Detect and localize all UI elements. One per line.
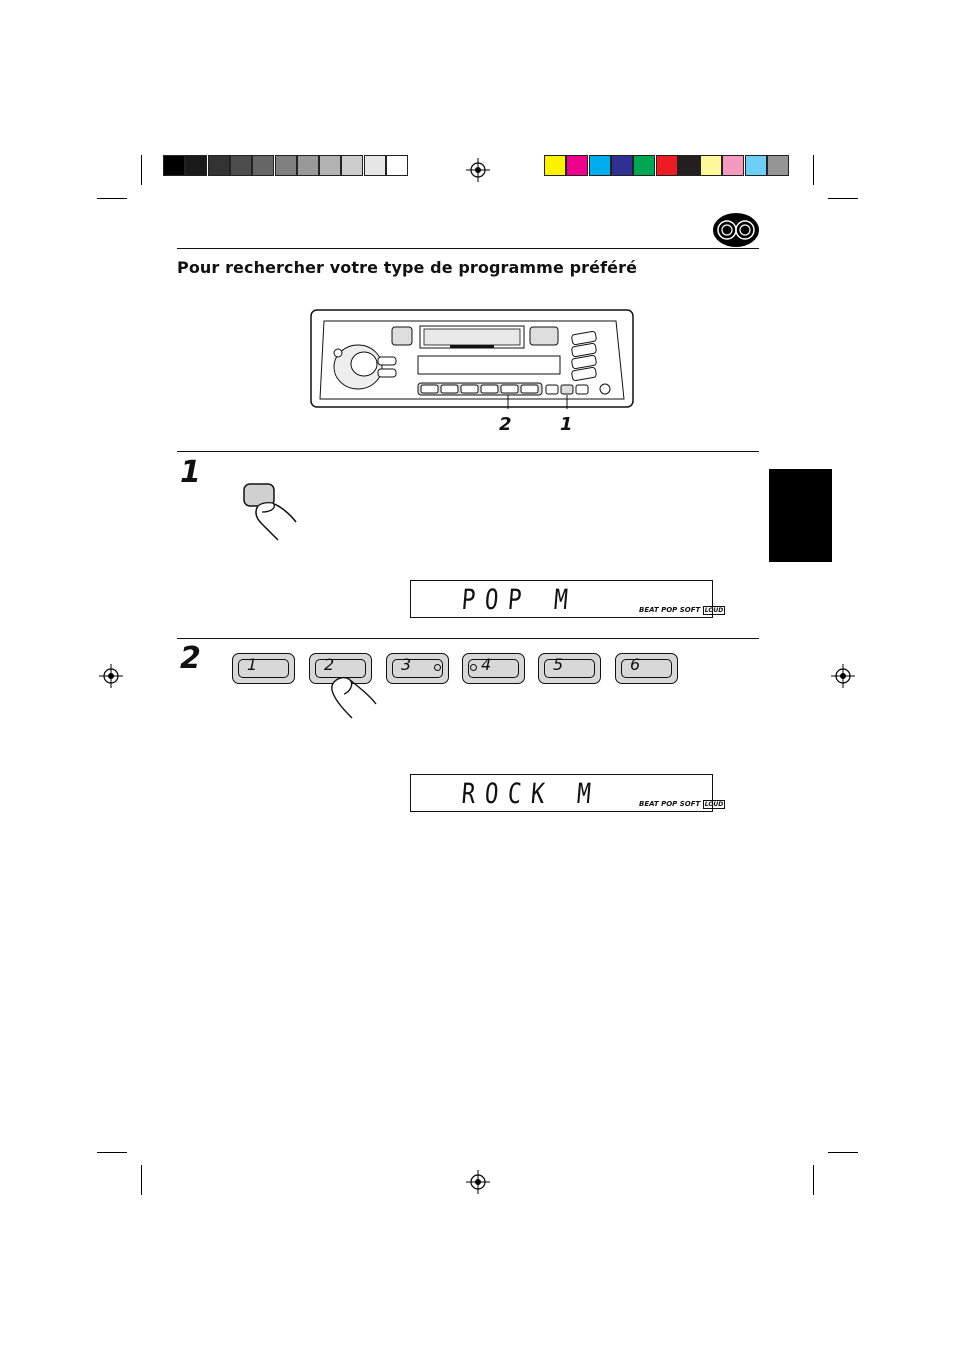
lcd-display-step1: POP M BEAT POP SOFT LOUD (410, 580, 726, 618)
callout-2: 2 (499, 414, 512, 435)
registration-target-icon (831, 664, 855, 688)
lcd-indicator-modes: BEAT POP SOFT (639, 606, 701, 614)
color-swatch (700, 155, 723, 176)
gray-swatch (319, 155, 342, 176)
registration-target-icon (99, 664, 123, 688)
dsp-badge-icon (713, 213, 759, 247)
lcd-indicator-loud: LOUD (702, 606, 726, 615)
color-swatch (677, 155, 700, 176)
gray-swatch (252, 155, 275, 176)
preset-label: 2 (324, 655, 335, 674)
gray-swatch (229, 155, 252, 176)
finger-press-button-icon (243, 483, 297, 541)
car-stereo-illustration (310, 309, 634, 409)
color-swatch (610, 155, 633, 176)
preset-button-3[interactable]: 3 (386, 653, 449, 684)
crop-mark (141, 155, 142, 185)
crop-mark (97, 198, 127, 199)
registration-target-icon (466, 1170, 490, 1194)
color-swatch (744, 155, 767, 176)
preset-button-4[interactable]: 4 (462, 653, 525, 684)
led-indicator-icon (470, 664, 477, 671)
preset-label: 5 (553, 655, 564, 674)
crop-mark (97, 1152, 127, 1153)
crop-mark (141, 1165, 142, 1195)
section-heading: Pour rechercher votre type de programme … (177, 258, 638, 277)
gray-swatch (207, 155, 230, 176)
lcd-display-step2: ROCK M BEAT POP SOFT LOUD (410, 774, 726, 812)
gray-swatch (185, 155, 208, 176)
gray-swatch (341, 155, 364, 176)
lcd-text: ROCK M (460, 777, 602, 810)
lcd-text: POP M (460, 583, 579, 616)
color-swatch (633, 155, 656, 176)
step-1-number: 1 (180, 455, 201, 490)
color-swatch (767, 155, 789, 176)
step1-rule (177, 451, 759, 452)
gray-swatch (163, 155, 185, 176)
gray-swatch (386, 155, 408, 176)
header-rule (177, 248, 759, 249)
language-side-tab (769, 469, 832, 562)
step-2-number: 2 (180, 641, 201, 676)
registration-target-icon (466, 158, 490, 182)
lcd-indicator-loud: LOUD (702, 800, 726, 809)
color-swatch (655, 155, 678, 176)
color-swatch (544, 155, 566, 176)
step2-rule (177, 638, 759, 639)
color-swatch (588, 155, 611, 176)
crop-mark (828, 1152, 858, 1153)
preset-button-5[interactable]: 5 (538, 653, 601, 684)
finger-press-icon (331, 676, 377, 719)
callout-1: 1 (560, 414, 573, 435)
crop-mark (813, 155, 814, 185)
lcd-indicators: BEAT POP SOFT LOUD (639, 800, 726, 809)
gray-swatch (296, 155, 319, 176)
crop-mark (813, 1165, 814, 1195)
color-swatch (722, 155, 745, 176)
color-swatch (566, 155, 589, 176)
gray-swatch (363, 155, 386, 176)
preset-label: 3 (401, 655, 412, 674)
lcd-indicator-modes: BEAT POP SOFT (639, 800, 701, 808)
preset-button-6[interactable]: 6 (615, 653, 678, 684)
preset-label: 4 (481, 655, 492, 674)
preset-label: 6 (630, 655, 641, 674)
crop-mark (828, 198, 858, 199)
lcd-indicators: BEAT POP SOFT LOUD (639, 606, 726, 615)
led-indicator-icon (434, 664, 441, 671)
preset-label: 1 (247, 655, 258, 674)
preset-button-1[interactable]: 1 (232, 653, 295, 684)
gray-swatch (274, 155, 297, 176)
